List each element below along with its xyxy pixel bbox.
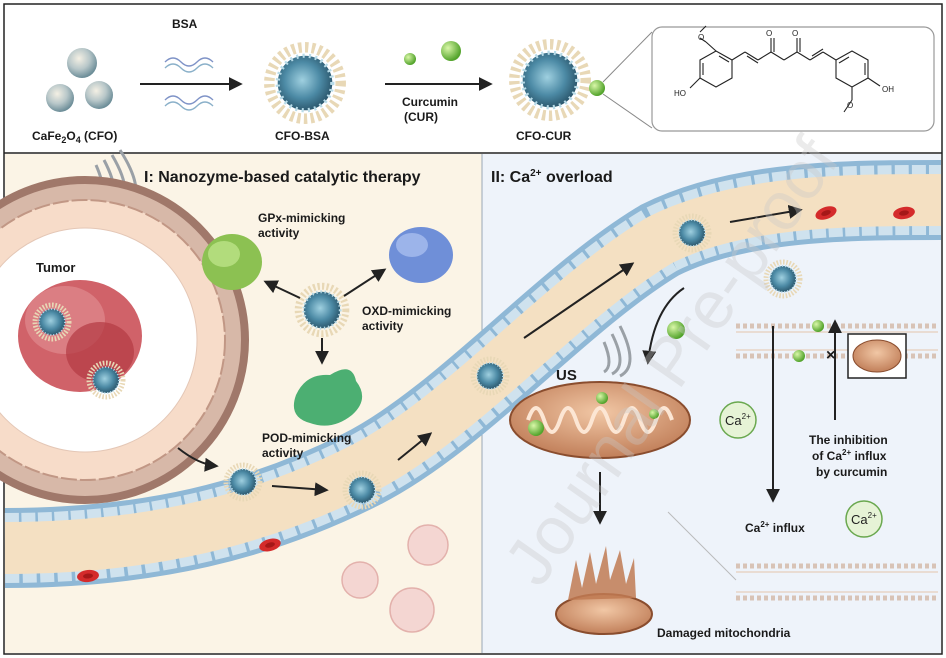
synthesis-row: CaFe2O4 (CFO) BSA CFO-BSA Curcumin (CUR)… [32,17,935,145]
arrow-to-gpx [263,280,301,299]
curcumin-bound [589,80,605,96]
panel-left-title: I: Nanozyme-based catalytic therapy [144,169,421,186]
calcium-ion-label: Ca2+ [851,511,877,527]
panel-right: II: Ca2+ overload US Damaged mitochondri… [491,168,938,640]
gpx-label-2: activity [258,226,300,240]
pod-label: POD-mimicking [262,431,351,445]
arrow-to-oxd [343,268,387,297]
cell-membrane-bottom [736,563,938,601]
pod-label-2: activity [262,446,304,460]
cfo-particle [46,84,74,112]
tumor-label: Tumor [36,260,75,275]
curcumin-abbr: (CUR) [404,110,438,124]
chem-o-left: O [698,33,704,42]
oxd-enzyme-highlight [396,233,428,257]
calcium-ion [719,401,757,439]
curcumin-label: Curcumin [402,95,458,109]
zoom-line [602,31,653,83]
chem-o-ketone1: O [766,29,772,38]
ca-influx-label: Ca2+ influx [745,520,805,535]
damaged-mitochondrion [555,546,653,635]
chem-o-ketone2: O [792,29,798,38]
cfo-cur-label: CFO-CUR [516,129,572,143]
gpx-label: GPx-mimicking [258,211,345,225]
arrow-vessel-4 [729,204,803,223]
bsa-protein-icon [164,57,214,111]
cfo-particle [85,81,113,109]
arrow-vessel-1 [271,482,329,497]
panel-left: I: Nanozyme-based catalytic therapy US T… [0,149,507,633]
pod-enzyme [293,369,363,426]
gpx-enzyme-highlight [208,241,240,267]
chem-o-right: O [847,101,853,110]
inhibition-label-2: of Ca2+ influx [812,448,887,463]
arrow-vessel-3 [523,262,635,339]
inhibition-label-3: by curcumin [816,465,887,479]
zoom-line [602,93,653,129]
curcumin-structure [689,25,881,113]
zoom-line [667,511,737,581]
mitochondrion [509,381,691,459]
cfo-bsa-label: CFO-BSA [275,129,330,143]
chem-ho: HO [674,89,686,98]
curcumin-particle [667,321,685,339]
damaged-mito-label: Damaged mitochondria [657,626,791,640]
oxd-label-2: activity [362,319,404,333]
chem-oh: OH [882,85,894,94]
inhibition-label-1: The inhibition [809,433,888,447]
cfo-particle [67,48,97,78]
curcumin-membrane [793,350,805,362]
cfo-label: CaFe2O4 (CFO) [32,129,117,145]
ultrasound-icon-right [602,325,632,378]
bsa-label: BSA [172,17,198,31]
oxd-label: OXD-mimicking [362,304,451,318]
calcium-ion-label: Ca2+ [725,412,751,428]
dead-cells [341,524,449,633]
calcium-ion [845,500,883,538]
curcumin-small [404,53,416,65]
curcumin-structure-box [651,26,935,132]
arrow-to-mito [642,287,685,365]
us-label-right: US [556,367,577,384]
arrow-vessel-2 [397,432,433,461]
blocked-x-icon: × [826,347,835,364]
arrow-exit-tumor [177,447,219,472]
panel-right-title: II: Ca2+ overload [491,168,613,186]
curcumin-membrane [812,320,824,332]
curcumin-large [441,41,461,61]
